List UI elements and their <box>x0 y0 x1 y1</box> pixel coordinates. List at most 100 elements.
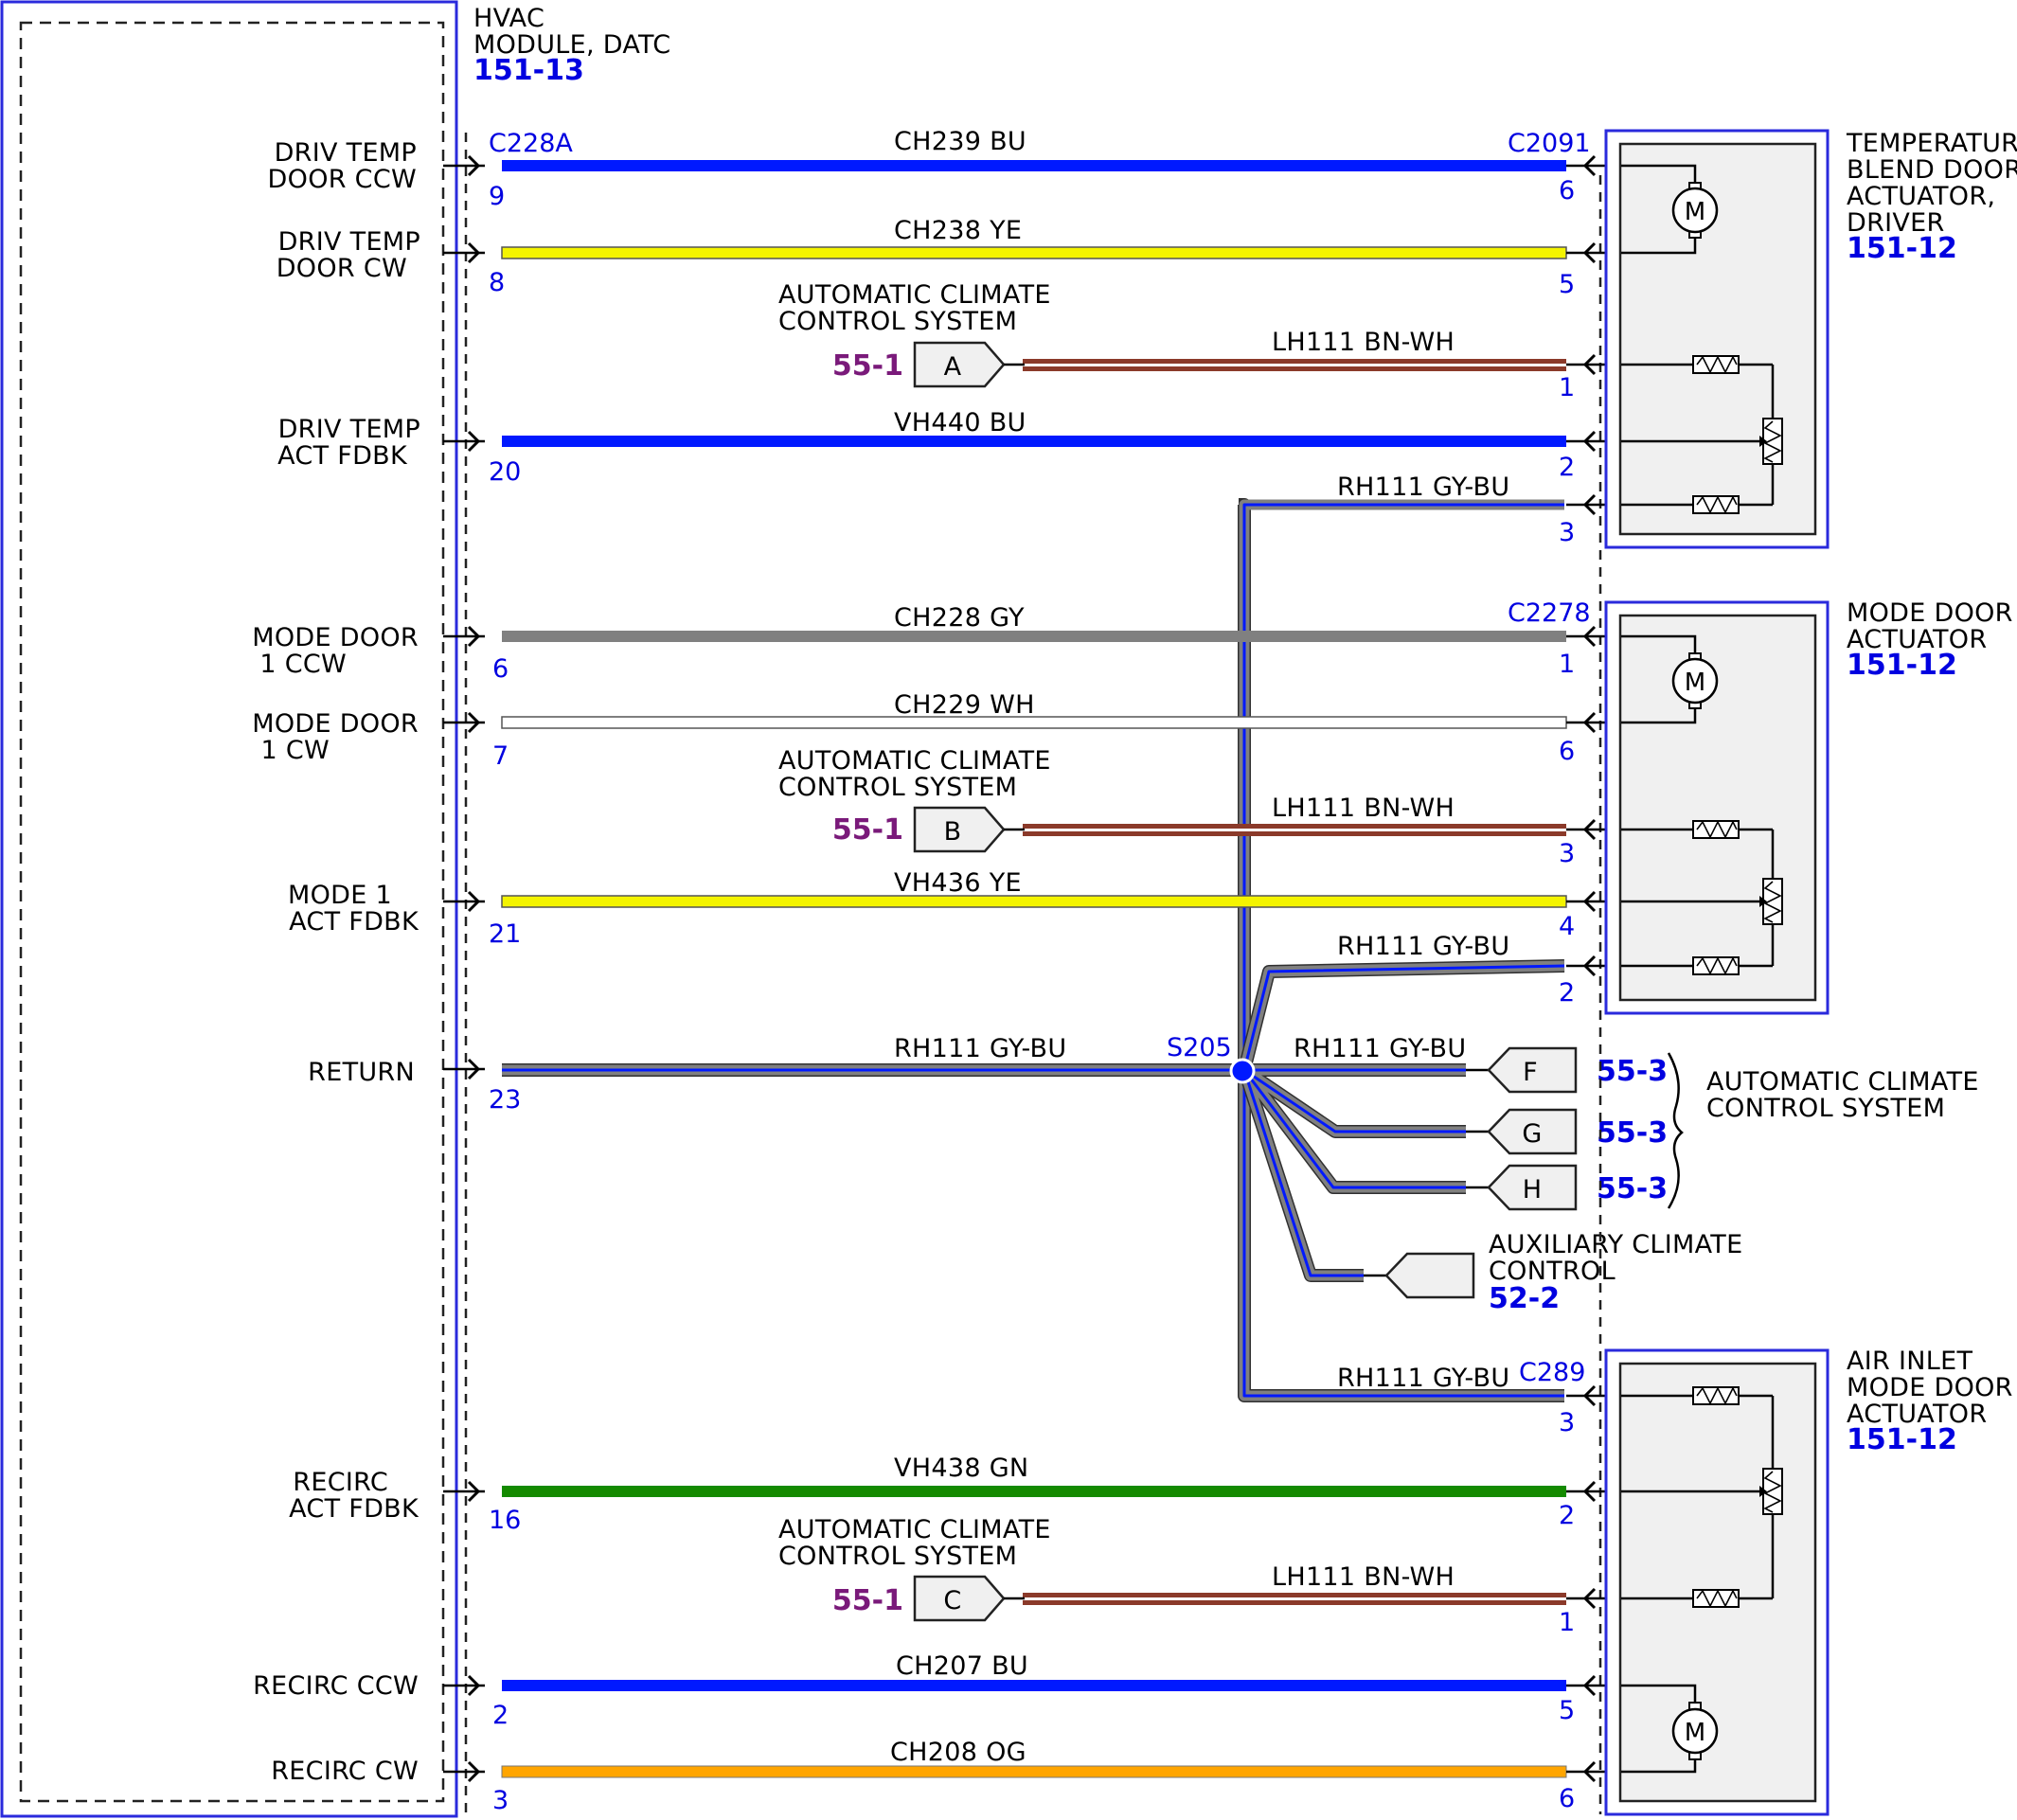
hvac-module-ref-link[interactable]: 151-13 <box>473 54 584 87</box>
actuator-air-inlet: M AIR INLET MODE DOOR ACTUATOR 151-12 <box>1604 1347 2013 1816</box>
actuator-name: TEMPERATURE <box>1846 129 2017 158</box>
connector-c2278-label: C2278 <box>1508 598 1591 628</box>
pin-number: 3 <box>1559 1408 1575 1437</box>
actuator-name: AIR INLET <box>1847 1347 1972 1376</box>
motor-letter: M <box>1685 198 1705 226</box>
hvac-module-inner-dashed <box>19 21 445 1803</box>
signal-label: MODE DOOR <box>252 623 419 652</box>
circuit-label: VH438 GN <box>894 1454 1028 1483</box>
module-pin-numbers: 9 8 20 6 7 21 23 16 2 3 <box>489 182 521 1815</box>
signal-label: RECIRC CCW <box>253 1671 419 1701</box>
actuator-name: DRIVER <box>1847 208 1945 238</box>
pin-number: 9 <box>489 182 505 211</box>
tag-h-shape <box>1487 1164 1578 1211</box>
signal-label: ACT FDBK <box>289 907 419 937</box>
signal-label: ACT FDBK <box>289 1494 419 1524</box>
resistor-icon <box>1692 956 1740 975</box>
tag-aux-shape <box>1384 1252 1475 1299</box>
wire-ch238-ye <box>501 246 1567 259</box>
wire-vh438-gn <box>502 1486 1566 1497</box>
resistor-icon <box>1692 1589 1740 1608</box>
ref-151-12-link[interactable]: 151-12 <box>1847 1423 1957 1456</box>
circuit-labels: CH239 BU CH238 YE LH111 BN-WH VH440 BU R… <box>890 127 1509 1767</box>
pin-number: 2 <box>1559 453 1575 482</box>
circuit-label: RH111 GY-BU <box>894 1034 1066 1063</box>
aux-label-2: CONTROL <box>1489 1257 1615 1286</box>
ref-151-12-link[interactable]: 151-12 <box>1847 232 1957 265</box>
circuit-label: CH229 WH <box>894 690 1035 720</box>
tag-g-shape <box>1487 1108 1578 1155</box>
pin-number: 23 <box>489 1085 521 1115</box>
wire-lh111-c <box>1023 1593 1566 1605</box>
acc-label-1: AUTOMATIC CLIMATE <box>778 746 1051 776</box>
actuator-name: BLEND DOOR <box>1847 155 2017 185</box>
ref-52-2-link[interactable]: 52-2 <box>1489 1282 1560 1315</box>
pin-number: 3 <box>492 1786 509 1815</box>
pin-number: 1 <box>1559 650 1575 679</box>
wire-ch239-bu <box>502 160 1566 171</box>
pin-number: 4 <box>1559 912 1575 941</box>
acc-tag-c: AUTOMATIC CLIMATE CONTROL SYSTEM 55-1 C <box>778 1515 1051 1622</box>
actuator-name: ACTUATOR, <box>1847 182 1995 211</box>
signal-label: RECIRC CW <box>271 1757 419 1786</box>
tag-letter: H <box>1523 1175 1543 1204</box>
wire-vh436-ye <box>501 895 1567 908</box>
signal-label: RETURN <box>308 1058 415 1087</box>
brace <box>1667 1052 1684 1209</box>
pin-number: 6 <box>1559 176 1575 205</box>
tag-letter: F <box>1523 1058 1538 1087</box>
pin-number: 21 <box>489 919 521 949</box>
actuator-name: MODE DOOR <box>1847 1373 2013 1402</box>
connector-c289-label: C289 <box>1519 1358 1585 1387</box>
circuit-label: RH111 GY-BU <box>1337 932 1509 961</box>
ref-55-1-link[interactable]: 55-1 <box>832 1584 903 1617</box>
acc-splice-label-1: AUTOMATIC CLIMATE <box>1706 1067 1979 1097</box>
hvac-module-box <box>0 0 458 1818</box>
actuator-temp-blend: M TEMPERATURE BLEND DOOR ACTUATOR, DRIVE… <box>1604 129 2017 549</box>
pin-number: 8 <box>489 268 505 297</box>
motor-icon <box>1671 187 1719 234</box>
signal-label: DOOR CCW <box>268 165 417 194</box>
signal-label: DOOR CW <box>277 254 407 283</box>
potentiometer-icon <box>1759 1468 1783 1515</box>
pin-number: 3 <box>1559 839 1575 868</box>
pin-number: 2 <box>492 1701 509 1730</box>
actuator-pin-arrows <box>1583 154 1597 1783</box>
acc-label-1: AUTOMATIC CLIMATE <box>778 1515 1051 1544</box>
ref-55-3-link[interactable]: 55-3 <box>1597 1055 1668 1088</box>
signal-label: ACT FDBK <box>277 441 408 471</box>
resistor-icon <box>1692 820 1740 839</box>
ref-55-3-link[interactable]: 55-3 <box>1597 1172 1668 1205</box>
pin-number: 2 <box>1559 1501 1575 1530</box>
signal-label: MODE 1 <box>288 881 392 910</box>
module-pin-arrows <box>467 154 480 1783</box>
circuit-label: VH440 BU <box>894 408 1026 437</box>
ref-55-3-link[interactable]: 55-3 <box>1597 1116 1668 1150</box>
ref-151-12-link[interactable]: 151-12 <box>1847 649 1957 682</box>
pin-number: 20 <box>489 457 521 487</box>
wire-lh111-b <box>1023 824 1566 836</box>
pin-number: 16 <box>489 1506 521 1535</box>
hvac-module-title-2: MODULE, DATC <box>473 30 670 60</box>
signal-label: DRIV TEMP <box>278 227 420 257</box>
tag-letter: A <box>944 352 962 382</box>
acc-label-1: AUTOMATIC CLIMATE <box>778 280 1051 310</box>
circuit-label: CH238 YE <box>894 216 1022 245</box>
acc-tag-a: AUTOMATIC CLIMATE CONTROL SYSTEM 55-1 A <box>778 280 1051 388</box>
pin-number: 6 <box>492 654 509 684</box>
circuit-label: RH111 GY-BU <box>1294 1034 1466 1063</box>
ref-55-1-link[interactable]: 55-1 <box>832 813 903 847</box>
circuit-label: CH207 BU <box>896 1651 1028 1681</box>
potentiometer-icon <box>1759 878 1783 925</box>
actuator-pin-numbers: 6 5 1 2 3 1 6 3 4 2 3 2 1 5 6 <box>1559 176 1575 1813</box>
wire-lh111-a <box>1023 359 1566 371</box>
ref-55-1-link[interactable]: 55-1 <box>832 349 903 383</box>
acc-label-2: CONTROL SYSTEM <box>778 773 1017 802</box>
solid-wires <box>501 160 1567 1778</box>
wire-ch208-og <box>501 1765 1567 1778</box>
motor-icon <box>1671 1707 1719 1755</box>
actuator-name: ACTUATOR <box>1847 625 1987 654</box>
tag-letter: C <box>943 1586 961 1615</box>
actuator-name: MODE DOOR <box>1847 598 2013 628</box>
wire-ch207-bu <box>502 1680 1566 1691</box>
